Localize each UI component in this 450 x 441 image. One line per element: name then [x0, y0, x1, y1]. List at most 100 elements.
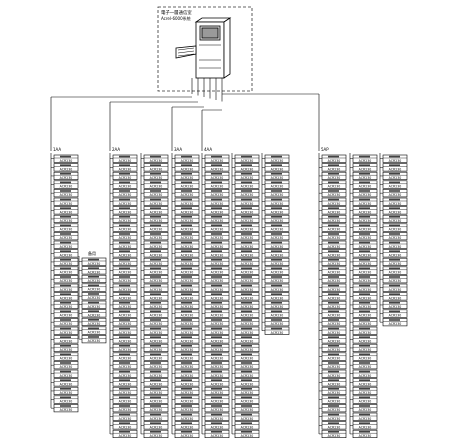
meter-circuit-label-mark	[328, 181, 339, 184]
meter-device: ACR230	[202, 300, 230, 310]
meter-box	[382, 163, 408, 172]
meter-circuit-label-mark	[271, 216, 282, 218]
meter-box	[204, 171, 230, 180]
meter-device: ACR230	[79, 292, 107, 300]
meter-model-label: ACR230	[150, 434, 163, 438]
meter-model-label: ACR230	[328, 365, 341, 369]
meter-device: ACR230	[262, 223, 290, 232]
meter-box	[143, 283, 169, 292]
meter-box	[143, 257, 169, 267]
meter-circuit-label-mark	[241, 164, 252, 166]
meter-model-label: ACR230	[88, 313, 101, 317]
meter-device: ACR230	[110, 223, 138, 232]
meter-device: ACR230	[110, 214, 138, 223]
meter-device: ACR230	[141, 326, 169, 335]
meter-box	[81, 266, 107, 275]
meter-device: ACR230	[51, 283, 79, 292]
meter-model-label: ACR230	[389, 296, 402, 300]
meter-device: ACR230	[79, 309, 107, 318]
meter-circuit-label-mark	[119, 207, 130, 209]
meter-circuit-label-mark	[211, 413, 222, 416]
meter-circuit-label-mark	[211, 224, 222, 227]
meter-model-label: ACR230	[211, 348, 224, 352]
meter-model-label: ACR230	[389, 262, 402, 266]
meter-circuit-label-mark	[119, 181, 130, 184]
meter-box	[53, 154, 79, 163]
meter-device: ACR230	[51, 154, 79, 163]
meter-box	[204, 300, 230, 310]
meter-device: ACR230	[319, 369, 347, 378]
meter-box	[143, 386, 169, 396]
meter-circuit-label-mark	[60, 241, 71, 244]
meter-model-label: ACR230	[119, 159, 132, 163]
meter-box	[204, 412, 230, 421]
meter-circuit-label-mark	[241, 207, 252, 209]
meter-model-label: ACR230	[150, 322, 163, 326]
meter-circuit-label-mark	[359, 284, 370, 287]
meter-circuit-label-mark	[150, 164, 161, 166]
meter-circuit-label-mark	[241, 233, 252, 235]
meter-device: ACR230	[232, 326, 260, 335]
meter-model-label: ACR230	[328, 374, 341, 378]
meter-box	[352, 249, 378, 258]
meter-circuit-label-mark	[359, 181, 370, 184]
meter-circuit-label-mark	[181, 431, 192, 433]
meter-box	[143, 292, 169, 301]
meter-circuit-label-mark	[119, 155, 130, 158]
meter-box	[81, 283, 107, 292]
meter-circuit-label-mark	[181, 388, 192, 390]
device-column-c11: ACR230ACR230ACR230ACR230ACR230ACR230ACR2…	[379, 153, 408, 326]
meter-box	[264, 214, 290, 223]
meter-box	[352, 326, 378, 335]
meter-circuit-label-mark	[211, 327, 222, 330]
meter-model-label: ACR230	[241, 382, 254, 386]
meter-model-label: ACR230	[119, 382, 132, 386]
meter-box	[174, 197, 200, 206]
meter-circuit-label-mark	[181, 241, 192, 244]
meter-device: ACR230	[141, 318, 169, 326]
meter-circuit-label-mark	[211, 216, 222, 218]
meter-circuit-label-mark	[181, 336, 192, 338]
meter-circuit-label-mark	[271, 284, 282, 287]
meter-box	[234, 335, 260, 344]
meter-device: ACR230	[110, 154, 138, 163]
meter-model-label: ACR230	[241, 314, 254, 318]
meter-device: ACR230	[380, 275, 408, 283]
meter-circuit-label-mark	[328, 216, 339, 218]
meter-circuit-label-mark	[60, 164, 71, 166]
meter-device: ACR230	[350, 300, 378, 310]
meter-device: ACR230	[380, 257, 408, 267]
meter-circuit-label-mark	[211, 336, 222, 338]
meter-device: ACR230	[141, 232, 169, 240]
meter-circuit-label-mark	[150, 413, 161, 416]
meter-model-label: ACR230	[359, 245, 372, 249]
meter-circuit-label-mark	[119, 353, 130, 356]
meter-circuit-label-mark	[119, 284, 130, 287]
meter-box	[264, 189, 290, 198]
meter-box	[112, 429, 138, 439]
meter-model-label: ACR230	[181, 417, 194, 421]
meter-box	[352, 223, 378, 232]
meter-model-label: ACR230	[359, 202, 372, 206]
meter-circuit-label-mark	[271, 224, 282, 227]
meter-box	[321, 412, 347, 421]
meter-box	[112, 206, 138, 215]
meter-box	[204, 206, 230, 215]
meter-box	[143, 421, 169, 430]
meter-box	[112, 249, 138, 258]
meter-model-label: ACR230	[119, 348, 132, 352]
meter-device: ACR230	[202, 386, 230, 396]
meter-circuit-label-mark	[150, 379, 161, 381]
meter-device: ACR230	[350, 412, 378, 421]
meter-device: ACR230	[172, 283, 200, 292]
meter-box	[234, 171, 260, 180]
meter-box	[143, 335, 169, 344]
meter-box	[264, 257, 290, 267]
meter-model-label: ACR230	[150, 185, 163, 189]
meter-box	[174, 404, 200, 413]
meter-box	[352, 163, 378, 172]
meter-circuit-label-mark	[181, 413, 192, 416]
meter-box	[352, 257, 378, 267]
meter-circuit-label-mark	[119, 327, 130, 330]
meter-circuit-label-mark	[211, 250, 222, 252]
